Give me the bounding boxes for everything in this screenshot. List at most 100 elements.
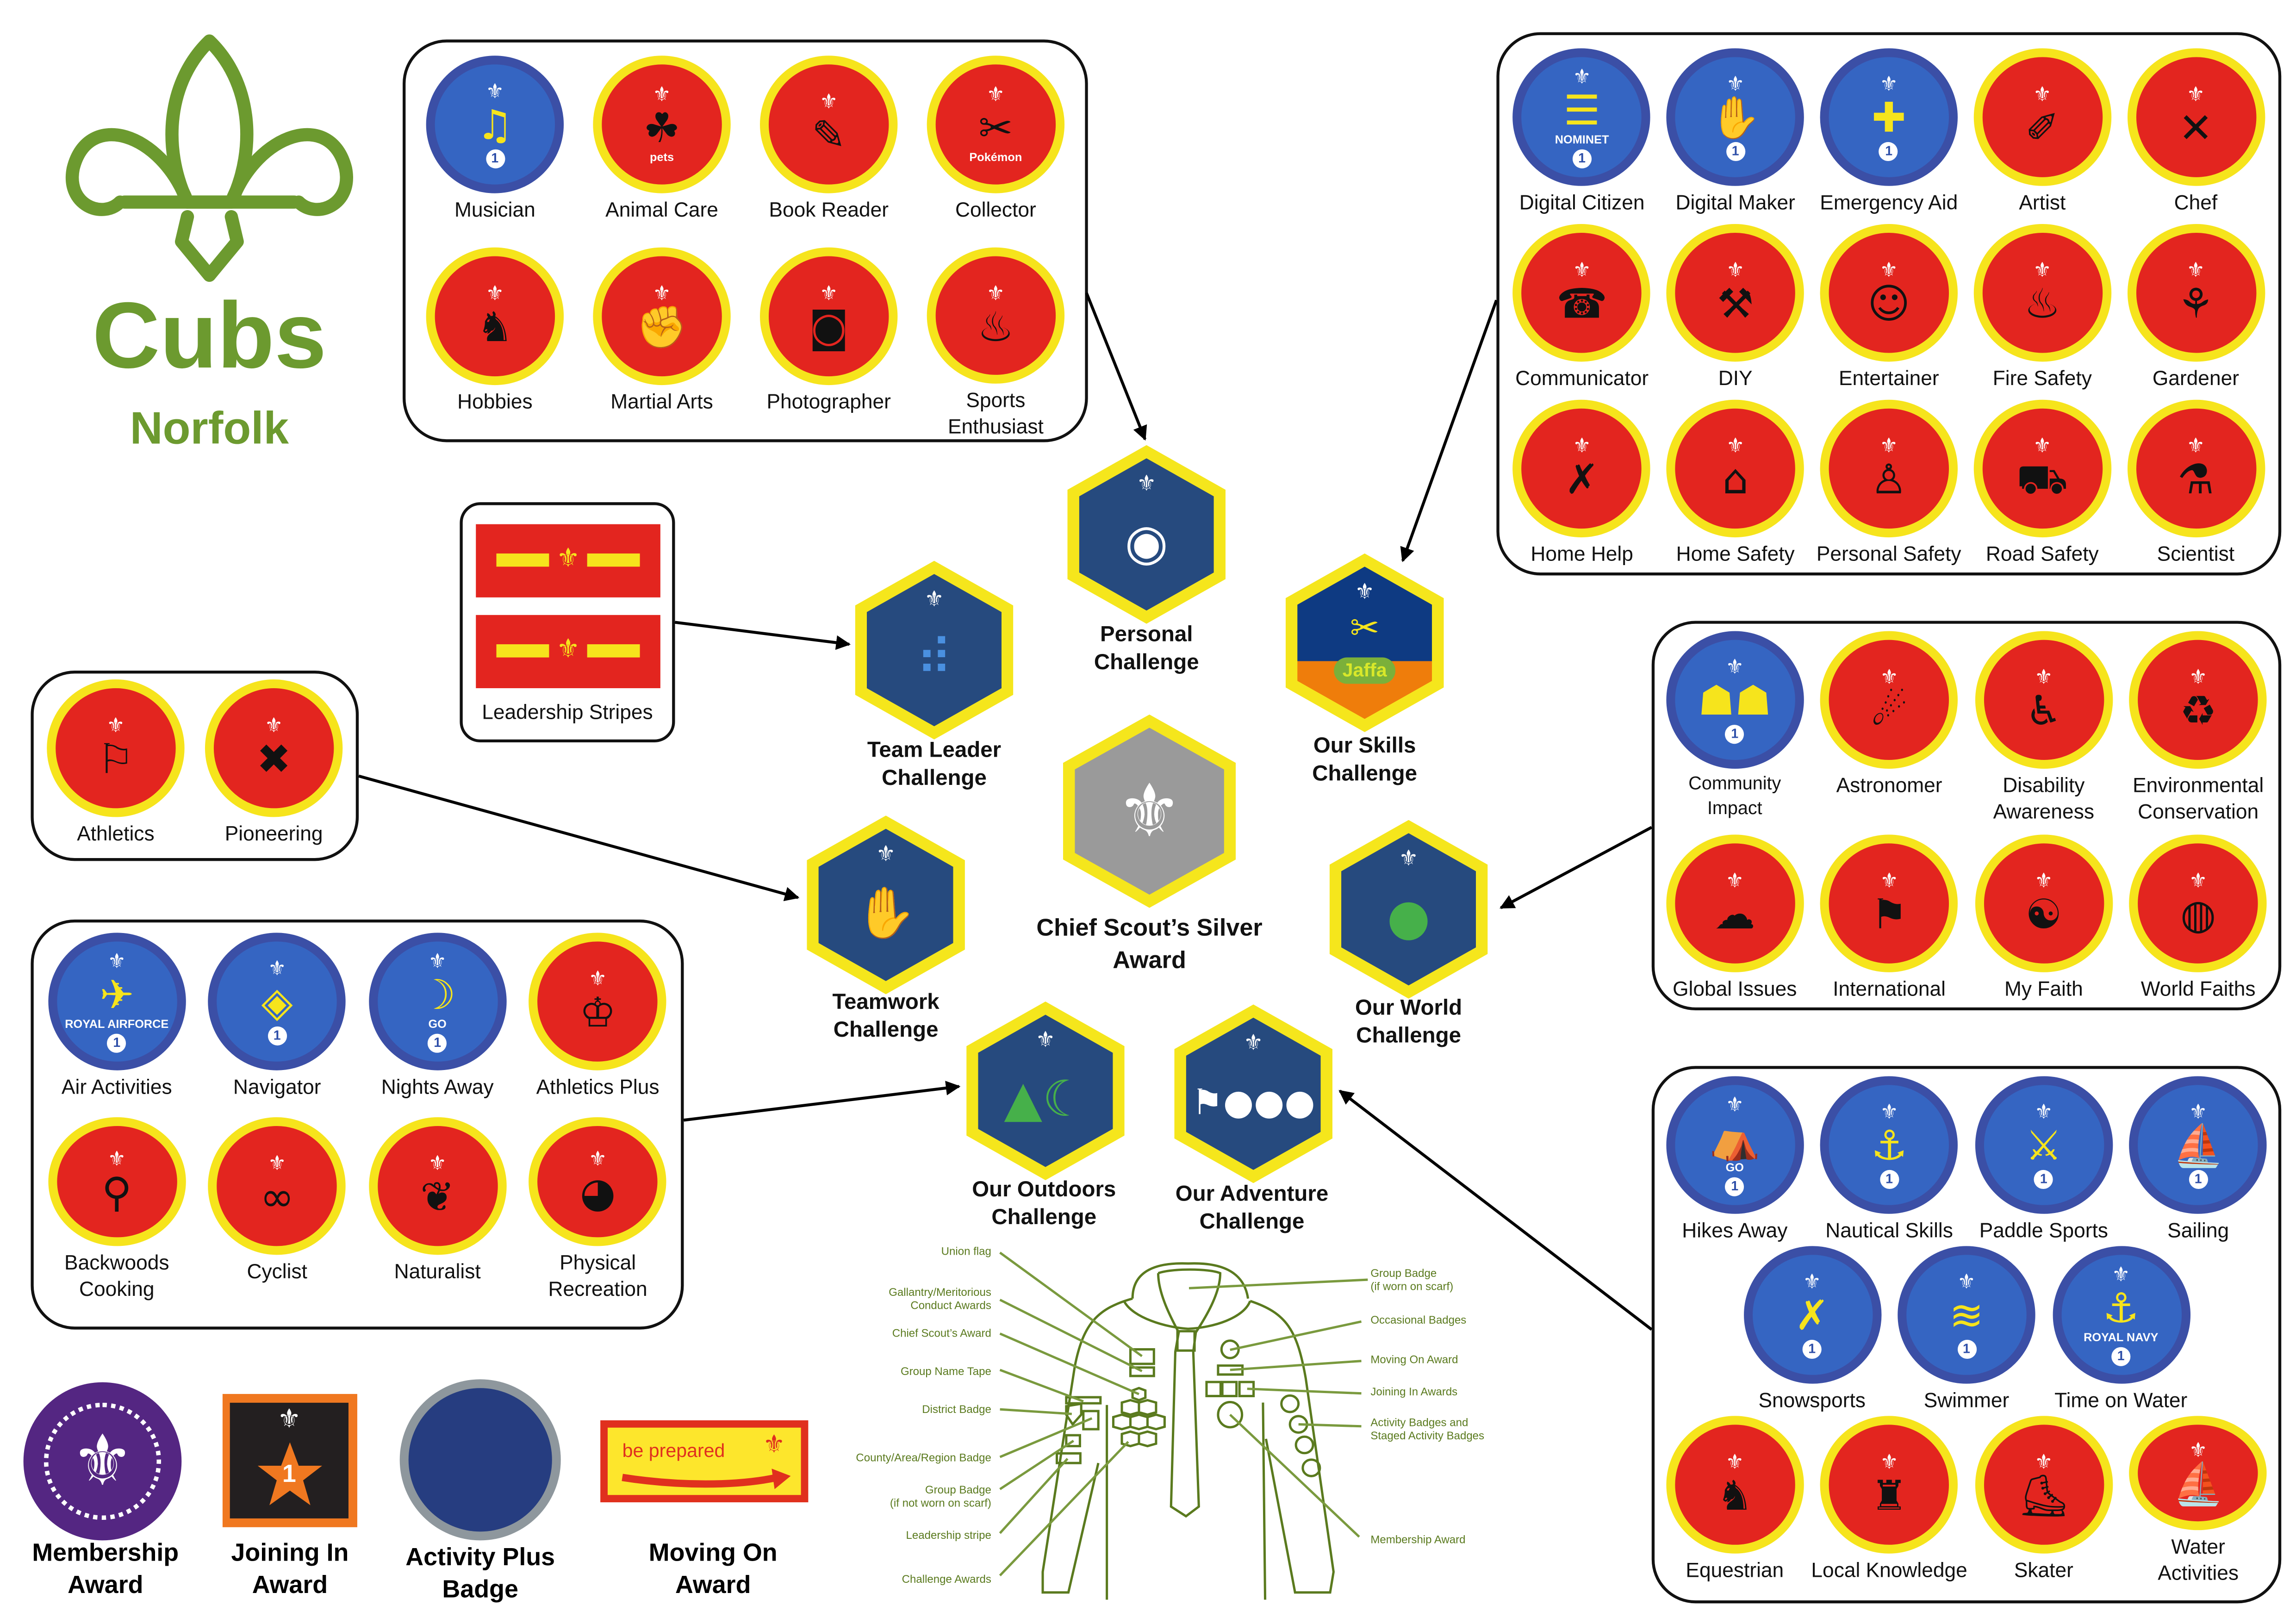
badge-water-activities[interactable]: ⚜⛵Water Activities	[2121, 1416, 2276, 1586]
badge-international[interactable]: ⚜⚑International	[1812, 834, 1966, 1038]
fleur-de-lis-icon: ⚜	[2186, 83, 2205, 107]
personal-challenge-badge[interactable]: ⚜◉	[1067, 445, 1226, 624]
badge-diy[interactable]: ⚜⚒DIY	[1659, 224, 1812, 400]
badge-local-knowledge[interactable]: ⚜♜Local Knowledge	[1811, 1416, 1967, 1586]
arrow	[1338, 1089, 1653, 1331]
badge-entertainer[interactable]: ⚜☺Entertainer	[1812, 224, 1966, 400]
badge-label: Water Activities	[2158, 1534, 2239, 1585]
badge-environmental-conservation[interactable]: ⚜♻Environmental Conservation	[2121, 631, 2276, 835]
badge-athletics-plus[interactable]: ⚜♔Athletics Plus	[517, 933, 678, 1117]
utensils-icon: ✕	[2178, 104, 2213, 153]
badge-world-faiths[interactable]: ⚜◍World Faiths	[2121, 834, 2276, 1038]
joining-in-award-badge[interactable]: ⚜ 1	[222, 1394, 357, 1527]
badge-artist[interactable]: ⚜✐Artist	[1966, 48, 2119, 224]
badge-home-safety[interactable]: ⚜⌂Home Safety	[1659, 399, 1812, 576]
badge-fire-safety[interactable]: ⚜♨Fire Safety	[1966, 224, 2119, 400]
badge-physical-recreation[interactable]: ⚜◕Physical Recreation	[517, 1117, 678, 1302]
arrow	[1500, 826, 1653, 909]
badge-gardener[interactable]: ⚜⚘Gardener	[2119, 224, 2273, 400]
label-leadership-stripe: Leadership stripe	[906, 1529, 991, 1542]
leadership-stripes-box[interactable]: ⚜ ⚜ Leadership Stripes	[460, 502, 675, 743]
badge-label: Backwoods Cooking	[64, 1250, 169, 1300]
badge-label: Community Impact	[1688, 773, 1781, 819]
badge-logo-text: NOMINET	[1555, 133, 1609, 147]
fleur-de-lis-icon: ⚜	[2189, 1101, 2208, 1125]
badge-photographer[interactable]: ⚜◙Photographer	[745, 247, 912, 439]
badge-label: Physical Recreation	[548, 1250, 647, 1300]
badge-my-faith[interactable]: ⚜☯My Faith	[1966, 834, 2121, 1038]
brush-icon: ✐	[2025, 104, 2060, 153]
badge-astronomer[interactable]: ⚜☄Astronomer	[1812, 631, 1966, 835]
badge-backwoods-cooking[interactable]: ⚜⚲Backwoods Cooking	[37, 1117, 197, 1302]
badge-label: Athletics Plus	[536, 1075, 660, 1098]
fleur-de-lis-icon: ⚜	[1880, 1451, 1898, 1475]
teamwork-challenge-badge[interactable]: ⚜✋	[807, 815, 965, 995]
badge-cyclist[interactable]: ⚜∞Cyclist	[197, 1117, 357, 1302]
our-skills-challenge-badge[interactable]: ⚜✂Jaffa	[1285, 553, 1444, 732]
stage-number: 1	[268, 1026, 287, 1045]
fleur-de-lis-icon: ⚜	[485, 81, 504, 104]
badge-chef[interactable]: ⚜✕Chef	[2119, 48, 2273, 224]
badge-label: Local Knowledge	[1811, 1558, 1967, 1581]
badge-naturalist[interactable]: ⚜❦Naturalist	[357, 1117, 517, 1302]
badge-scientist[interactable]: ⚜⚗Scientist	[2119, 399, 2273, 576]
badge-label: Gardener	[2152, 366, 2239, 390]
badge-sports-enthusiast[interactable]: ⚜♨Sports Enthusiast	[912, 247, 1079, 439]
anchor-icon: ⚓	[1871, 1121, 1908, 1170]
fleur-de-lis-icon: ⚜	[1880, 1101, 1898, 1125]
stage-number: 1	[1726, 142, 1745, 162]
world-icon: ◍	[2180, 890, 2216, 939]
badge-martial-arts[interactable]: ⚜✊Martial Arts	[579, 247, 746, 439]
badge-athletics[interactable]: ⚜⚐Athletics	[37, 679, 195, 862]
badge-pioneering[interactable]: ⚜✖Pioneering	[195, 679, 353, 862]
broom-icon: ✗	[1565, 455, 1599, 504]
badge-equestrian[interactable]: ⚜♞Equestrian	[1657, 1416, 1812, 1586]
sailboat-icon: ⛵	[2172, 1121, 2224, 1170]
person-icon: ♙	[1870, 455, 1907, 504]
badge-logo-text: ROYAL AIRFORCE	[65, 1017, 169, 1031]
fleur-de-lis-logo-icon	[66, 34, 353, 282]
badge-global-issues[interactable]: ⚜☁Global Issues	[1657, 834, 1812, 1038]
badge-logo-text: ROYAL NAVY	[2084, 1331, 2159, 1344]
badge-label: Cyclist	[247, 1259, 307, 1283]
badge-road-safety[interactable]: ⚜⛟Road Safety	[1966, 399, 2119, 576]
badge-label: Personal Safety	[1816, 541, 1961, 566]
fleur-de-lis-icon: ⚜	[107, 950, 126, 974]
badge-skater[interactable]: ⚜⛸Skater	[1966, 1416, 2121, 1586]
moving-on-award-badge[interactable]: be prepared ⚜	[600, 1420, 809, 1503]
badge-personal-safety[interactable]: ⚜♙Personal Safety	[1812, 399, 1966, 576]
label-union-flag: Union flag	[941, 1244, 991, 1258]
fleur-de-lis-icon: ⚜	[264, 714, 283, 738]
membership-award-badge[interactable]: ⚜	[23, 1382, 182, 1541]
moving-on-award-label: Moving On Award	[648, 1539, 778, 1599]
teamwork-challenge-label: Teamwork Challenge	[832, 989, 940, 1043]
badge-hobbies[interactable]: ⚜♞Hobbies	[411, 247, 579, 439]
badge-disability-awareness[interactable]: ⚜♿Disability Awareness	[1966, 631, 2121, 835]
badge-book-reader[interactable]: ⚜✎Book Reader	[745, 56, 912, 247]
badge-communicator[interactable]: ⚜☎Communicator	[1505, 224, 1659, 400]
fleur-de-lis-icon: ⚜	[1725, 1094, 1744, 1117]
stage-number: 1	[428, 1033, 447, 1053]
kayak-icon: ⚔	[2025, 1121, 2062, 1170]
activity-plus-badge[interactable]	[399, 1379, 561, 1541]
badge-home-help[interactable]: ⚜✗Home Help	[1505, 399, 1659, 576]
